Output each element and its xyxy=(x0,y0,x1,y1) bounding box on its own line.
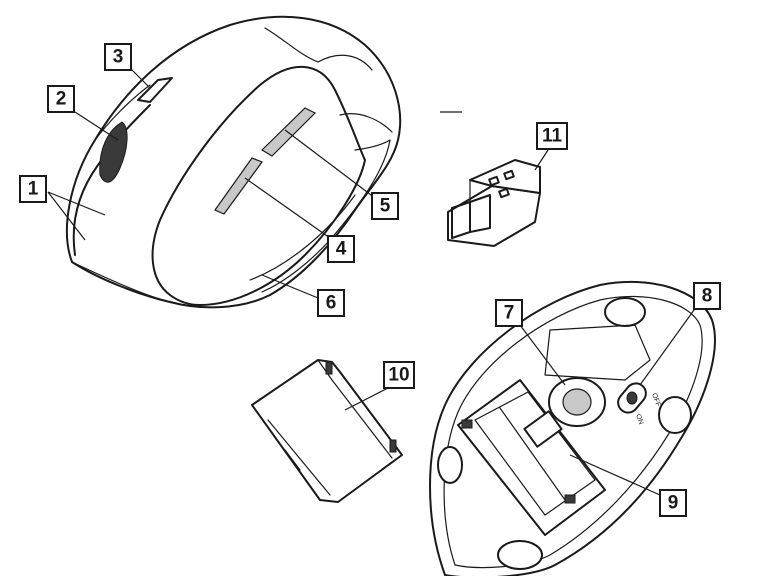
leader-9 xyxy=(569,454,661,496)
battery-cover xyxy=(251,359,403,503)
callout-7: 7 xyxy=(495,299,523,327)
callout-10: 10 xyxy=(383,361,415,389)
battery-cover-notch-2 xyxy=(284,449,301,471)
receiver-contact-3 xyxy=(498,187,510,199)
switch-off-label: OFF xyxy=(650,392,661,408)
callout-4-text: 4 xyxy=(336,239,347,260)
leader-10 xyxy=(344,387,389,411)
callout-5-text: 5 xyxy=(380,196,391,217)
foot-right xyxy=(658,396,692,434)
callout-4: 4 xyxy=(327,235,355,263)
callout-2-text: 2 xyxy=(56,89,67,110)
receiver-plug-back xyxy=(469,194,491,233)
callout-6: 6 xyxy=(317,289,345,317)
callout-11: 11 xyxy=(536,122,568,150)
mouse-top-band xyxy=(264,27,373,71)
thumb-rest xyxy=(151,65,366,306)
power-switch-knob xyxy=(626,391,638,405)
bottom-inner-rim xyxy=(443,295,703,569)
leader-8 xyxy=(639,309,695,386)
sensor-lens xyxy=(562,388,592,416)
battery-slot-divider xyxy=(499,407,566,501)
leader-lines xyxy=(47,67,695,496)
callout-1-text: 1 xyxy=(28,179,39,200)
callout-11-text: 11 xyxy=(542,126,563,147)
callout-3: 3 xyxy=(104,43,132,71)
switch-on-label: ON xyxy=(634,413,644,425)
dpi-button xyxy=(137,77,173,103)
callout-2: 2 xyxy=(47,85,75,113)
callout-9: 9 xyxy=(659,489,687,517)
right-grip-line xyxy=(339,113,393,133)
left-button-seam xyxy=(94,84,151,141)
leader-6 xyxy=(261,274,319,299)
battery-cover-tab-1 xyxy=(325,361,333,375)
callout-1: 1 xyxy=(19,175,47,203)
usb-receiver xyxy=(447,159,541,247)
leader-3 xyxy=(129,67,151,89)
callout-9-text: 9 xyxy=(668,493,679,514)
battery-slot-1 xyxy=(474,391,596,516)
mouse-base-line xyxy=(71,261,176,304)
leader-1a xyxy=(47,191,106,216)
callout-8: 8 xyxy=(693,282,721,310)
battery-cover-notch-1 xyxy=(267,419,331,496)
right-side-groove-2 xyxy=(249,194,356,281)
battery-cover-edge xyxy=(317,359,393,459)
callout-7-text: 7 xyxy=(504,303,515,324)
battery-contact-bottom xyxy=(564,494,576,504)
callout-5: 5 xyxy=(371,192,399,220)
receiver-body xyxy=(447,185,541,247)
receiver-contact-2 xyxy=(503,169,515,181)
receiver-contact-1 xyxy=(488,175,500,187)
battery-cover-tab-2 xyxy=(389,439,397,453)
leader-2 xyxy=(74,111,119,141)
callout-10-text: 10 xyxy=(388,365,409,386)
battery-contact-top xyxy=(461,419,473,429)
sensor-recess xyxy=(544,324,651,381)
leader-5 xyxy=(284,129,376,199)
foot-left xyxy=(437,446,463,484)
foot-top xyxy=(604,297,646,327)
leader-11 xyxy=(534,149,549,171)
leader-1b xyxy=(47,191,86,241)
mouse-bottom-view: OFF ON xyxy=(429,281,716,576)
right-side-groove xyxy=(261,139,391,293)
mouse-side-view xyxy=(66,15,402,309)
foot-bottom xyxy=(497,540,543,570)
side-button-back xyxy=(214,157,263,215)
battery-cover-body xyxy=(251,359,403,503)
callout-8-text: 8 xyxy=(702,286,713,307)
battery-label-area xyxy=(523,410,563,448)
leader-4 xyxy=(244,177,331,239)
leader-7 xyxy=(519,324,566,386)
callout-6-text: 6 xyxy=(326,293,337,314)
callout-3-text: 3 xyxy=(113,47,124,68)
scroll-wheel xyxy=(99,121,128,183)
